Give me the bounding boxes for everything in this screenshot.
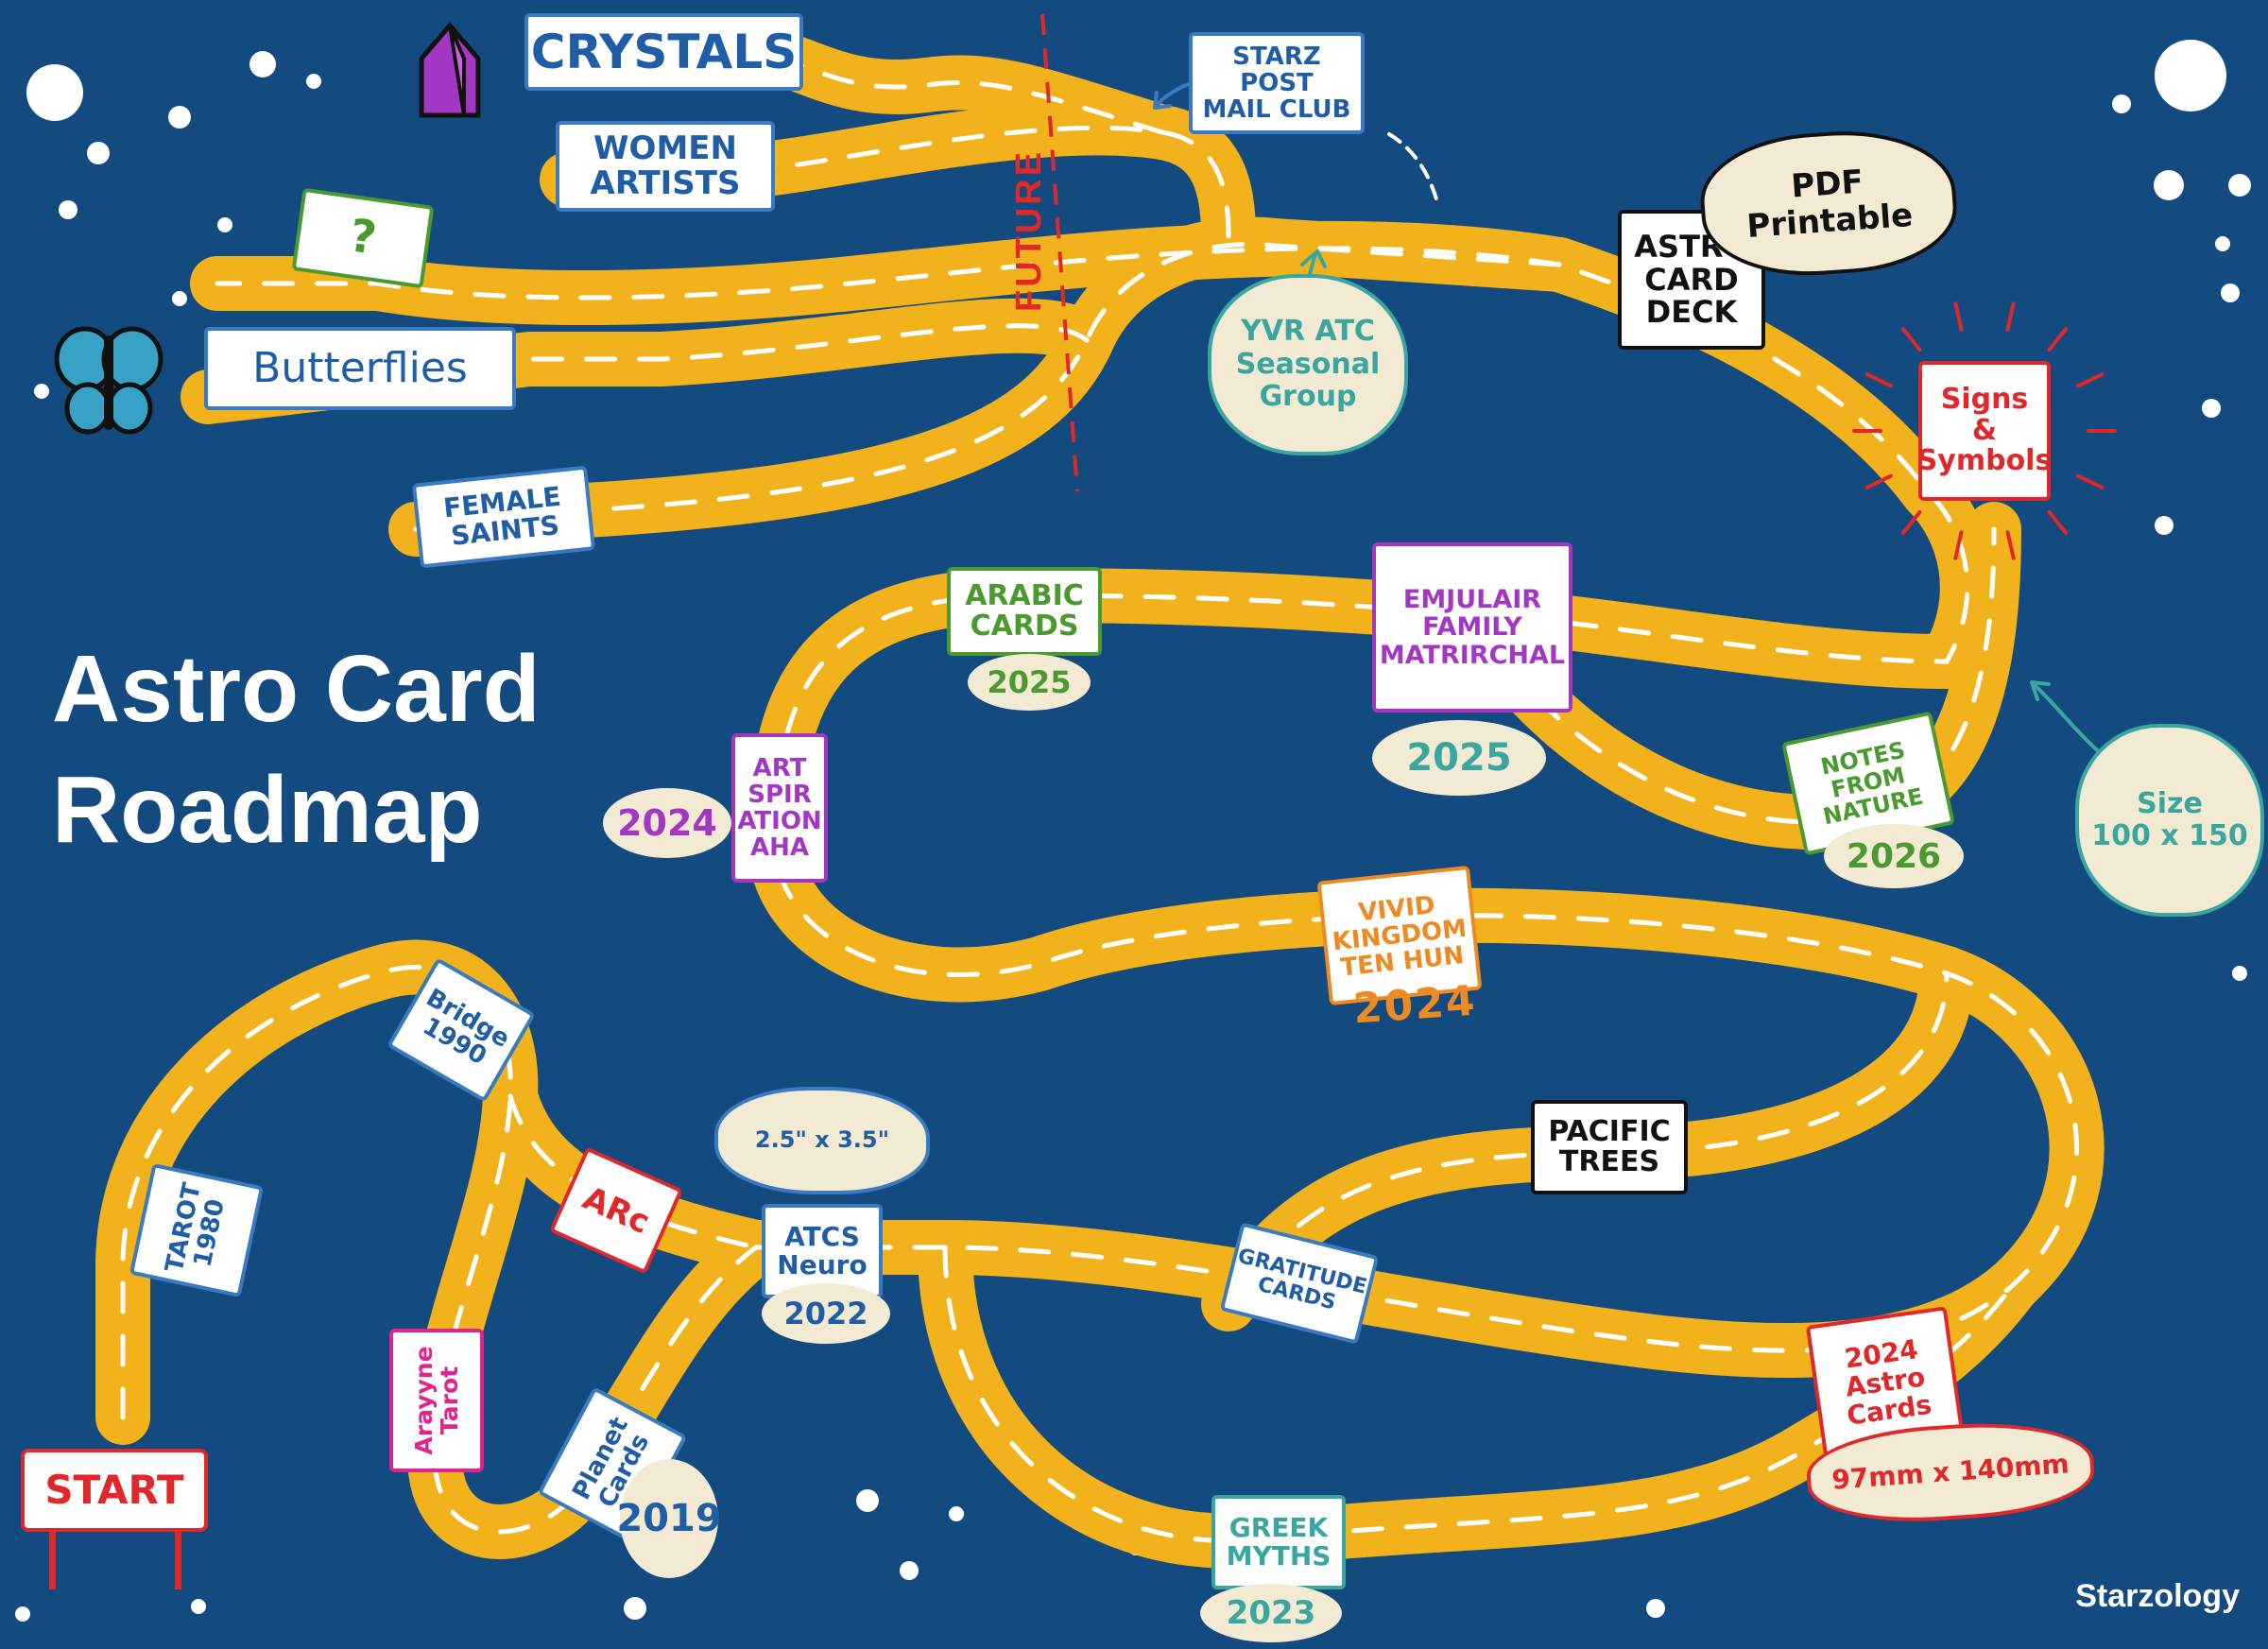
label-arayyne-tarot: Arayyne Tarot: [389, 1329, 484, 1472]
star-dot-icon: [168, 106, 191, 129]
road-center-line: [772, 54, 1165, 135]
star-dot-icon: [172, 291, 187, 306]
burst-ray: [2005, 530, 2016, 560]
page-title: Astro Card Roadmap: [52, 628, 541, 870]
star-dot-icon: [2232, 966, 2247, 981]
crystal-icon: [419, 22, 481, 118]
burst-ray: [2047, 510, 2069, 535]
star-dot-icon: [856, 1489, 879, 1512]
label-butterflies: Butterflies: [204, 327, 516, 410]
star-dot-icon: [249, 51, 276, 77]
label-crystals: CRYSTALS: [524, 13, 803, 91]
star-dot-icon: [191, 1599, 206, 1614]
title-line-1: Astro Card: [52, 636, 541, 742]
label-emjulair-family: EMJULAIR FAMILY MATRIRCHAL: [1372, 542, 1572, 713]
arrow-icon: [1153, 81, 1193, 110]
year-arabic-cards: 2025: [968, 654, 1091, 711]
burst-ray: [1900, 510, 1922, 535]
star-dot-icon: [2228, 174, 2251, 197]
label-pacific-trees: PACIFIC TREES: [1531, 1100, 1688, 1194]
star-dot-icon: [2215, 236, 2230, 251]
star-dots: [15, 40, 2251, 1622]
brand-label: Starzology: [2075, 1578, 2240, 1614]
year-emjulair-family: 2025: [1372, 720, 1546, 796]
label-signs-symbols: Signs & Symbols: [1917, 361, 2052, 501]
star-dot-icon: [2155, 516, 2174, 535]
road-center-line: [205, 323, 1090, 400]
road-center-line: [564, 125, 1231, 239]
star-dot-icon: [900, 1561, 919, 1580]
star-dot-icon: [1646, 1599, 1665, 1618]
label-greek-myths: GREEK MYTHS: [1211, 1495, 1346, 1589]
year-vivid-kingdom: 2024: [1351, 976, 1479, 1034]
title-line-2: Roadmap: [52, 757, 483, 863]
burst-ray: [1864, 473, 1893, 490]
star-dot-icon: [2221, 283, 2240, 302]
year-planet-cards: 2019: [616, 1459, 722, 1578]
cloud-size: Size 100 x 150: [2075, 724, 2264, 917]
burst-ray: [1953, 301, 1964, 332]
burst-ray: [2047, 327, 2069, 352]
road-center-line: [772, 262, 1970, 844]
road-center-line: [413, 242, 1562, 532]
future-label: FUTURE: [1009, 148, 1049, 312]
burst-ray: [2076, 473, 2105, 490]
cloud-atc-size: 2.5" x 3.5": [714, 1087, 930, 1194]
label-arabic-cards: ARABIC CARDS: [947, 567, 1102, 656]
burst-ray: [2005, 301, 2016, 332]
star-dot-icon: [87, 142, 110, 164]
year-atcs-neuro: 2022: [762, 1283, 890, 1344]
arrow-icon: [1387, 132, 1440, 208]
star-dot-icon: [2155, 40, 2226, 112]
burst-ray: [1864, 372, 1893, 388]
star-dot-icon: [306, 74, 321, 89]
future-divider-line: [1040, 13, 1079, 492]
label-starz-post: STARZ POST MAIL CLUB: [1189, 32, 1365, 134]
star-dot-icon: [34, 384, 49, 399]
burst-ray: [1900, 327, 1922, 352]
start-sign: START: [21, 1449, 208, 1532]
star-dot-icon: [217, 217, 232, 232]
label-women-artists: WOMEN ARTISTS: [556, 121, 775, 212]
label-art-spiration: ART SPIR ATION AHA: [731, 733, 828, 883]
start-sign-post: [175, 1531, 181, 1589]
burst-ray: [2076, 372, 2105, 388]
star-dot-icon: [15, 1606, 30, 1622]
year-notes-from-nature: 2026: [1824, 824, 1964, 888]
burst-ray: [1953, 530, 1964, 560]
star-dot-icon: [2202, 399, 2221, 418]
star-dot-icon: [59, 200, 77, 219]
butterfly-icon: [54, 326, 163, 435]
start-sign-post: [49, 1531, 56, 1589]
star-dot-icon: [2112, 94, 2131, 113]
year-greek-myths: 2023: [1200, 1584, 1342, 1642]
star-dot-icon: [2154, 170, 2184, 200]
star-dot-icon: [949, 1506, 964, 1521]
year-art-spiration: 2024: [603, 788, 731, 858]
road-center-line: [753, 838, 2080, 1353]
road-center-line: [942, 1245, 2016, 1544]
star-dot-icon: [624, 1597, 646, 1620]
label-tarot: TAROT 1980: [129, 1162, 265, 1298]
star-dot-icon: [26, 64, 83, 121]
cloud-yvr-atc: YVR ATC Seasonal Group: [1208, 274, 1408, 455]
label-atcs-neuro: ATCS Neuro: [762, 1204, 883, 1298]
